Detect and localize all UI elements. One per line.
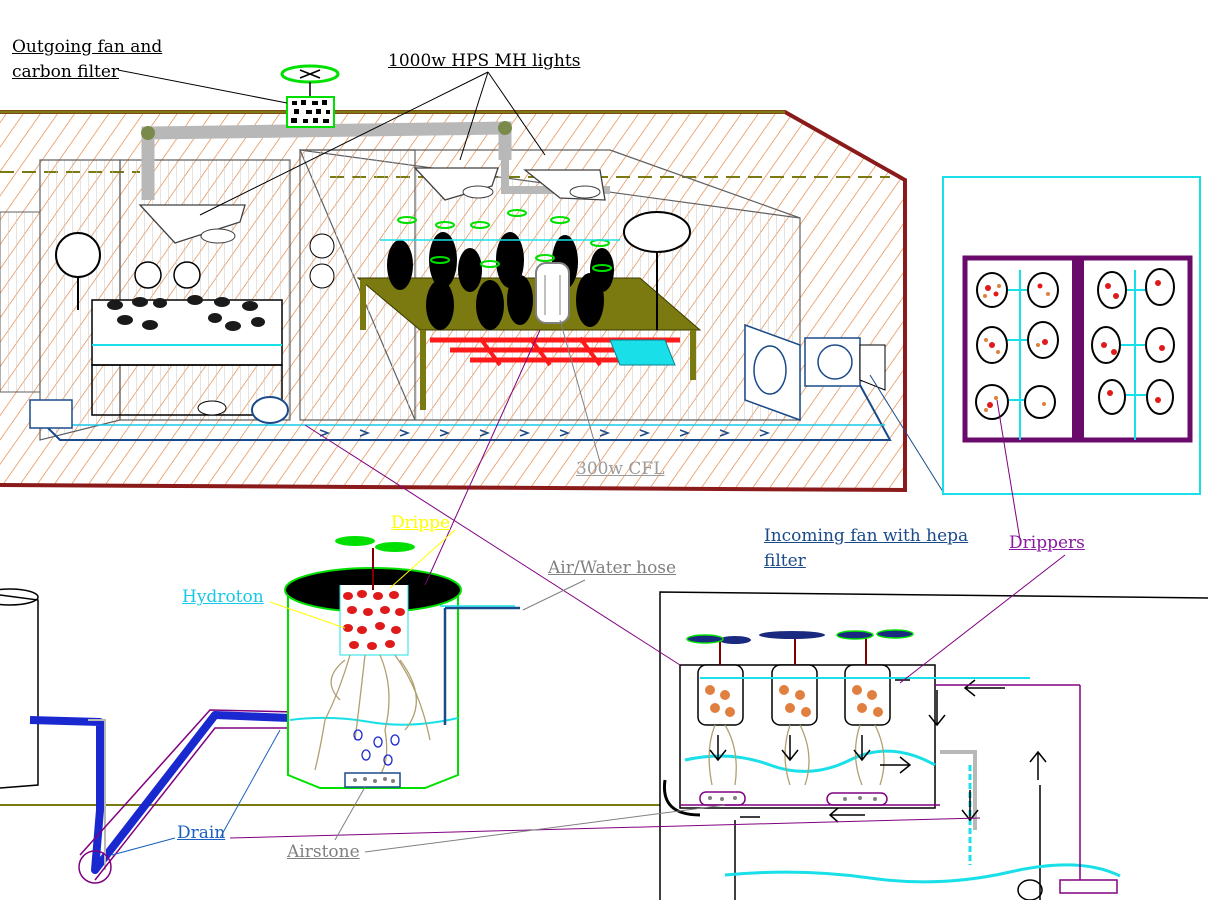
label-air-water-hose: Air/Water hose <box>548 558 677 578</box>
hydroton-bucket <box>284 536 520 789</box>
flower-table <box>309 209 702 410</box>
leader-lines-bottom <box>111 329 1066 856</box>
drain-pipe <box>29 709 296 884</box>
carbon-filter-fan <box>280 64 340 128</box>
label-lights: 1000w HPS MH lights <box>388 51 581 71</box>
leader-lines-top <box>117 69 946 496</box>
intake-duct <box>29 384 892 441</box>
label-airstone: Airstone <box>287 842 360 862</box>
ebb-flow-system <box>659 591 1208 900</box>
label-incoming-fan-line2: filter <box>764 551 806 571</box>
veg-cabinet-contents <box>55 232 283 416</box>
label-incoming-fan-line1: Incoming fan with hepa <box>764 526 969 546</box>
label-outgoing-fan-line2: carbon filter <box>12 62 120 82</box>
dripper-inset <box>942 176 1201 495</box>
label-drippers: Drippers <box>1009 533 1085 553</box>
label-hydroton: Hydroton <box>182 587 264 607</box>
label-cfl: 300w CFL <box>576 459 665 479</box>
label-outgoing-fan-line1: Outgoing fan and <box>12 37 163 57</box>
hps-mh-lights <box>138 167 606 244</box>
reservoir-tank <box>0 588 39 789</box>
intake-fan-assembly <box>744 323 886 422</box>
label-drippers-small: Drippe <box>391 513 451 533</box>
label-drain: Drain <box>177 823 226 843</box>
